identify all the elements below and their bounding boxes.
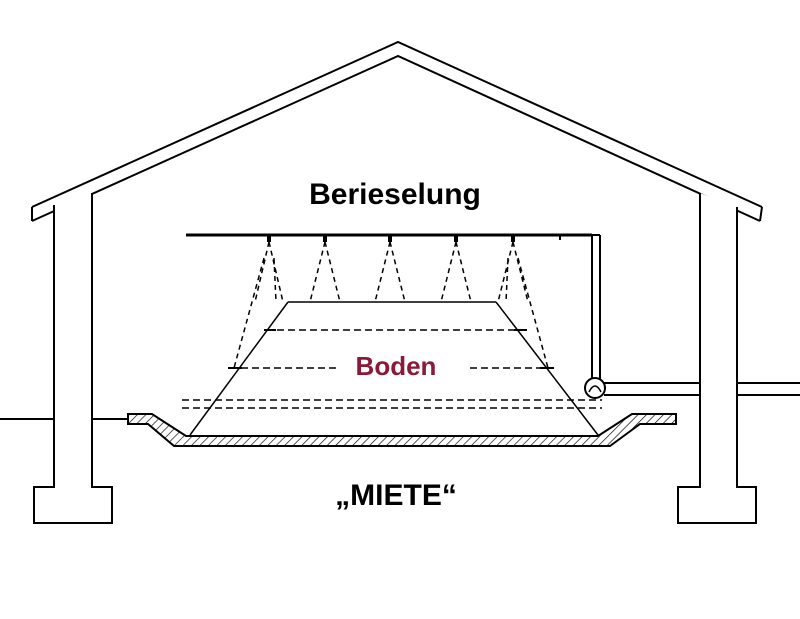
spray-cone-2 [309,241,341,303]
nozzle-1 [267,236,271,242]
roof [31,40,763,222]
nozzle-5 [511,236,515,242]
spray-cone-3 [374,241,406,303]
spray-cones [233,241,549,369]
left-column [33,193,113,524]
nozzle-2 [323,236,327,242]
spray-cone-5 [497,241,549,369]
layer-ticks [228,329,554,369]
sprinkler-pipe [186,233,601,380]
spray-cone-4 [440,241,472,303]
nozzle-4 [454,236,458,242]
soil-label: Boden [356,351,437,381]
basin [127,413,677,447]
pump-icon [584,377,606,399]
right-column [677,193,757,524]
sprinkler-label: Berieselung [309,178,481,211]
pile-layers [182,329,602,409]
supply-pipe [604,382,800,396]
pile-label: „MIETE“ [335,479,457,512]
nozzle-3 [388,236,392,242]
nozzles [267,236,515,242]
spray-cone-1 [233,241,284,369]
